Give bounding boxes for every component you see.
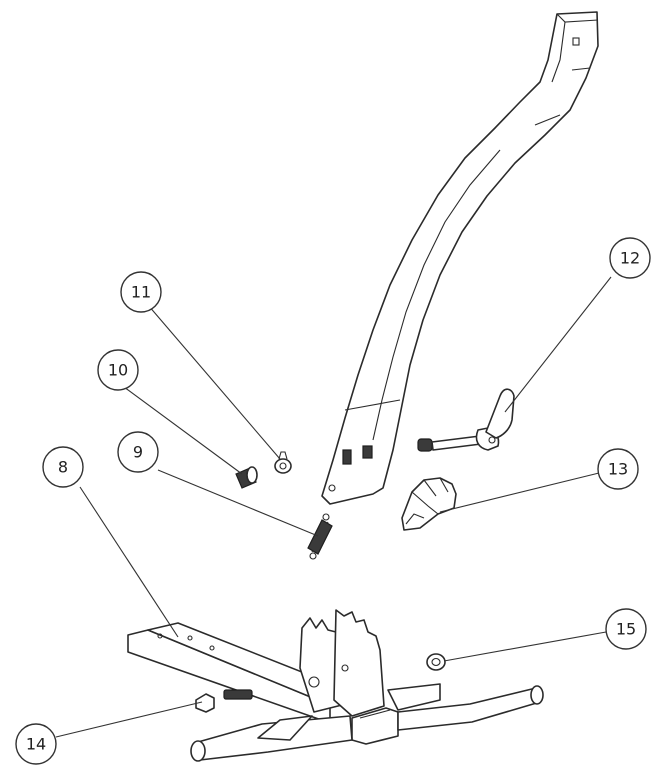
callout-label: 8 [58, 458, 68, 477]
callout-9: 9 [117, 431, 159, 473]
leader-line-9 [157, 469, 319, 537]
eye-washer [274, 451, 292, 474]
callout-13: 13 [597, 448, 639, 490]
callout-label: 13 [608, 460, 628, 479]
leader-line-12 [504, 276, 612, 413]
leader-line-13 [439, 472, 600, 513]
leader-line-15 [443, 631, 607, 662]
callout-10: 10 [97, 349, 139, 391]
leader-line-11 [147, 304, 281, 460]
callout-11: 11 [120, 271, 162, 313]
leader-line-10 [123, 386, 243, 475]
leader-line-8 [79, 486, 179, 638]
callout-label: 15 [616, 620, 636, 639]
callout-14: 14 [15, 723, 57, 765]
spring [307, 513, 333, 560]
callout-12: 12 [609, 237, 651, 279]
leader-line-14 [55, 701, 203, 738]
callout-8: 8 [42, 446, 84, 488]
hex-nut [426, 653, 446, 671]
callout-label: 10 [108, 361, 128, 380]
callout-15: 15 [605, 608, 647, 650]
callout-label: 12 [620, 249, 640, 268]
cam-lever-bolt [417, 388, 515, 452]
knurled-nut [235, 466, 258, 489]
callout-label: 9 [133, 443, 143, 462]
ratchet-pawl [401, 477, 457, 531]
callout-label: 14 [26, 735, 46, 754]
callout-label: 11 [131, 283, 151, 302]
base-frame [127, 609, 544, 762]
handle-bar [321, 11, 599, 505]
